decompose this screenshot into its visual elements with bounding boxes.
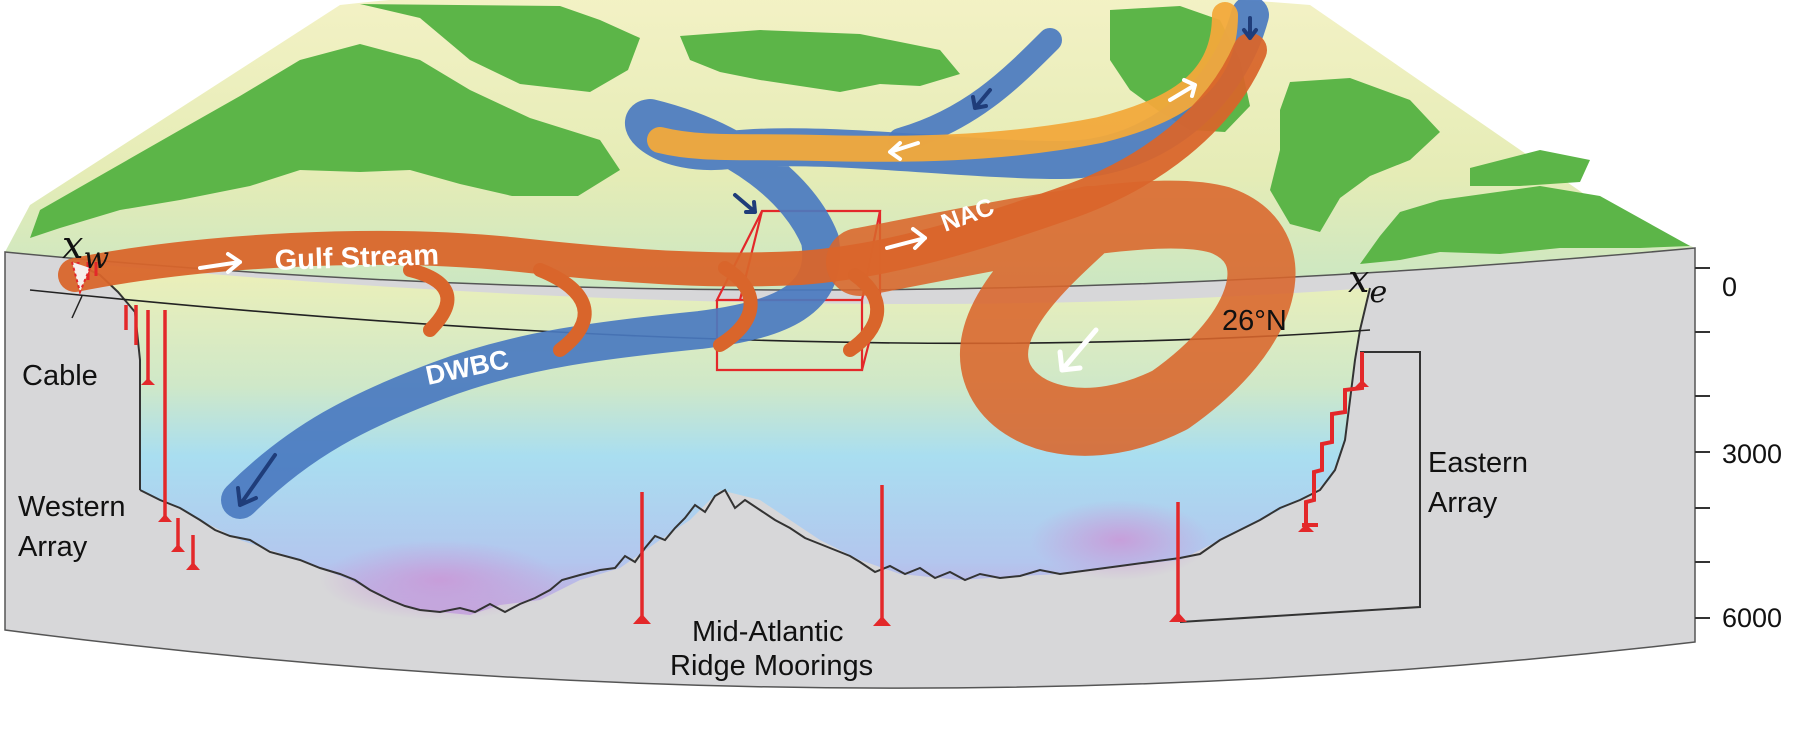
western-array-label-1: Western xyxy=(18,491,125,523)
moorings xyxy=(76,262,1369,626)
arrow-dwbc-north xyxy=(971,88,992,110)
mar-label-1: Mid-Atlantic xyxy=(692,616,844,648)
xw-label: xw xyxy=(62,223,109,276)
canary-current xyxy=(826,180,1296,456)
latitude-label: 26°N xyxy=(1222,305,1287,337)
mooring-east-basin xyxy=(1169,502,1187,622)
arrow-nac xyxy=(885,227,927,250)
gulf-stream-current xyxy=(58,33,1267,292)
recirculation-hooks xyxy=(403,261,885,357)
xe-label: xe xyxy=(1348,257,1387,310)
flow-arrows xyxy=(198,16,1258,507)
arrow-canary xyxy=(1057,327,1099,373)
land-masses xyxy=(30,4,1690,264)
gulf-stream-label: Gulf Stream xyxy=(274,239,439,277)
arrow-dwbc-box xyxy=(733,193,757,214)
dwbc-current xyxy=(221,0,1269,519)
xw-subscript: w xyxy=(83,241,109,276)
mooring-mar-west xyxy=(633,492,651,624)
cable-label: Cable xyxy=(22,360,98,392)
xe-subscript: e xyxy=(1369,275,1387,310)
eastern-array-bracket xyxy=(1179,351,1421,623)
abyssal-water-west xyxy=(320,540,560,620)
mooring-western-array xyxy=(124,305,200,570)
mooring-eastern-weight-2 xyxy=(1298,524,1314,532)
depth-tick-0: 0 xyxy=(1722,272,1737,302)
mooring-mar-east xyxy=(873,485,891,626)
arrow-subpolar-east xyxy=(1168,78,1197,102)
arrow-dwbc-south xyxy=(236,453,277,507)
eastern-array-label-1: Eastern xyxy=(1428,447,1528,479)
depth-tick-3000: 3000 xyxy=(1722,439,1782,469)
depth-tick-6000: 6000 xyxy=(1722,603,1782,633)
arrow-gulf-stream xyxy=(198,252,242,274)
mooring-eastern-array xyxy=(1302,352,1364,530)
eastern-array-label-2: Array xyxy=(1428,487,1498,519)
arrow-dwbc-far-north xyxy=(1242,16,1258,40)
mar-label-2: Ridge Moorings xyxy=(670,650,873,682)
cable-marker xyxy=(71,261,91,296)
abyssal-water-east xyxy=(1030,500,1210,580)
depth-axis xyxy=(1695,267,1710,619)
arrow-subpolar-west xyxy=(888,141,920,161)
cable-pointer xyxy=(71,295,83,319)
bathymetry-line xyxy=(139,287,1371,614)
mooring-eastern-weight-1 xyxy=(1355,380,1369,387)
western-array-label-2: Array xyxy=(18,531,88,563)
